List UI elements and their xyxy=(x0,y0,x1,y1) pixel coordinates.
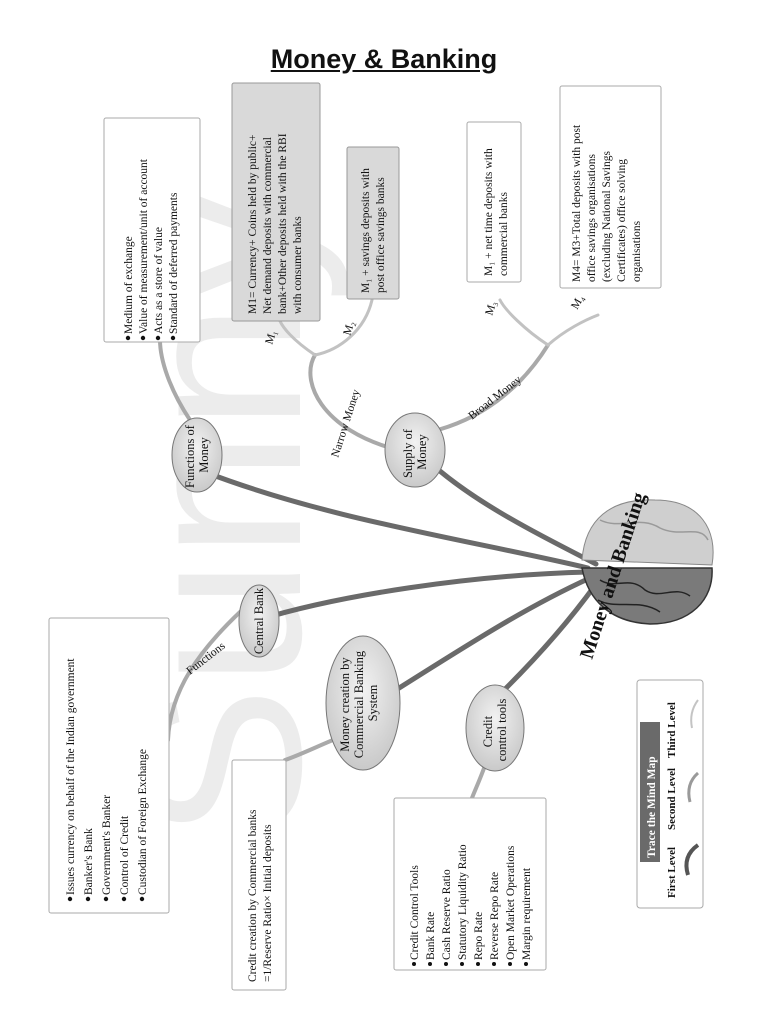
edge-label-broad-money: Broad Money xyxy=(466,374,524,423)
branch-money-creation xyxy=(377,575,593,703)
box-money-creation: Credit creation by Commercial banks =1/R… xyxy=(231,759,287,991)
node-label-line: System xyxy=(366,684,380,721)
svg-text:M₁ + savings deposits with: M₁ + savings deposits with post office s… xyxy=(360,165,387,293)
svg-text:M₁ + net time deposits with: M₁ + net time deposits with commercial b… xyxy=(483,145,510,276)
svg-text:Credit control tools: Credit control tools xyxy=(481,698,509,761)
connector-central-functions xyxy=(166,610,242,742)
legend-first-level-stroke xyxy=(684,843,700,876)
svg-text:Credit creation by Commercial: Credit creation by Commercial banks =1/R… xyxy=(247,807,274,982)
page-title: Money & Banking xyxy=(270,44,498,74)
brain-top-half xyxy=(581,499,714,566)
node-central-bank: Central Bank xyxy=(238,584,280,658)
connector-m3 xyxy=(498,298,550,347)
connector-narrow-money xyxy=(308,353,400,452)
node-supply-of-money: Supply of Money xyxy=(384,412,446,488)
svg-text:Supply of Money: Supply of Money xyxy=(401,426,429,478)
edge-label-m3: M₃ xyxy=(483,300,499,317)
bullet-item: Medium of exchange xyxy=(123,236,135,334)
box-m1: M1= Currency+ Coins held by public+ Net … xyxy=(231,82,321,322)
connector-m2 xyxy=(313,298,374,357)
node-label-line: Commercial Banking xyxy=(352,650,366,758)
svg-text:M1= Currency+ Coins held by pu: M1= Currency+ Coins held by public+ Net … xyxy=(247,131,304,314)
box-functions-of-money: Medium of exchange Value of measurement/… xyxy=(103,117,201,343)
connector-m4 xyxy=(546,313,600,347)
svg-text:Medium of exchange Value: Medium of exchange Value of measurement/… xyxy=(123,156,180,334)
svg-text:Functions of Money: Functions of Money xyxy=(183,422,211,488)
bullet-item: Acts as a store of value xyxy=(153,227,165,334)
node-label: Central Bank xyxy=(252,587,266,654)
node-label-line: control tools xyxy=(495,698,509,761)
node-label-line: Money xyxy=(197,437,211,473)
node-label-line: Supply of xyxy=(401,428,415,478)
node-money-creation: Money creation by Commercial Banking Sys… xyxy=(325,635,401,771)
legend-title: Trace the Mind Map xyxy=(646,756,658,858)
edge-label-m1: M₁ xyxy=(263,329,279,346)
box-m2: M₁ + savings deposits with post office s… xyxy=(346,146,400,300)
edge-label-m2: M₂ xyxy=(341,320,357,337)
box-m4: M4= M3+Total deposits with post office s… xyxy=(559,85,662,289)
node-label-line: Functions of xyxy=(183,424,197,488)
bullet-item: Standard of deferred payments xyxy=(168,192,180,334)
node-label-line: Credit xyxy=(481,715,495,747)
branch-credit-control xyxy=(493,581,599,701)
legend-level-third: Third Level xyxy=(666,702,678,758)
connector-broad-money xyxy=(428,343,550,434)
node-label-line: Money creation by xyxy=(338,657,352,752)
box-central-bank: Issues currency on behalf of the Indian … xyxy=(48,617,170,914)
node-functions-of-money: Functions of Money xyxy=(171,417,223,493)
edge-label-m4: M₄ xyxy=(569,293,587,311)
branch-central-bank xyxy=(255,569,591,623)
legend-level-first: First Level xyxy=(666,847,678,898)
main-branches xyxy=(202,455,599,703)
svg-text:Credit Control Tools Ban: Credit Control Tools Bank Rate Cash Rese… xyxy=(409,841,533,960)
legend-third-level-stroke xyxy=(690,699,699,729)
node-credit-control: Credit control tools xyxy=(465,684,525,772)
box-m3: M₁ + net time deposits with commercial b… xyxy=(466,121,522,283)
svg-text:M4= M3+Total deposits with pos: M4= M3+Total deposits with post office s… xyxy=(571,122,643,282)
legend-second-level-stroke xyxy=(687,771,700,803)
brain-bottom-half xyxy=(581,567,713,625)
branch-functions-of-money xyxy=(202,469,591,571)
node-label-line: Money xyxy=(415,434,429,470)
box-credit-control: Credit Control Tools Bank Rate Cash Rese… xyxy=(393,797,547,971)
legend-trace-mind-map: Trace the Mind Map First Level Second Le… xyxy=(636,679,704,909)
svg-text:Issues currency on behalf of t: Issues currency on behalf of the Indian … xyxy=(65,655,149,895)
svg-text:Money creation by Commer: Money creation by Commercial Banking Sys… xyxy=(338,648,380,758)
brain-image xyxy=(581,499,714,625)
bullet-item: Value of measurement/unit of account xyxy=(138,158,150,334)
branch-supply-of-money xyxy=(422,455,599,567)
legend-level-second: Second Level xyxy=(666,768,678,830)
connector-functions-box xyxy=(158,338,192,422)
secondary-branches xyxy=(158,338,550,800)
